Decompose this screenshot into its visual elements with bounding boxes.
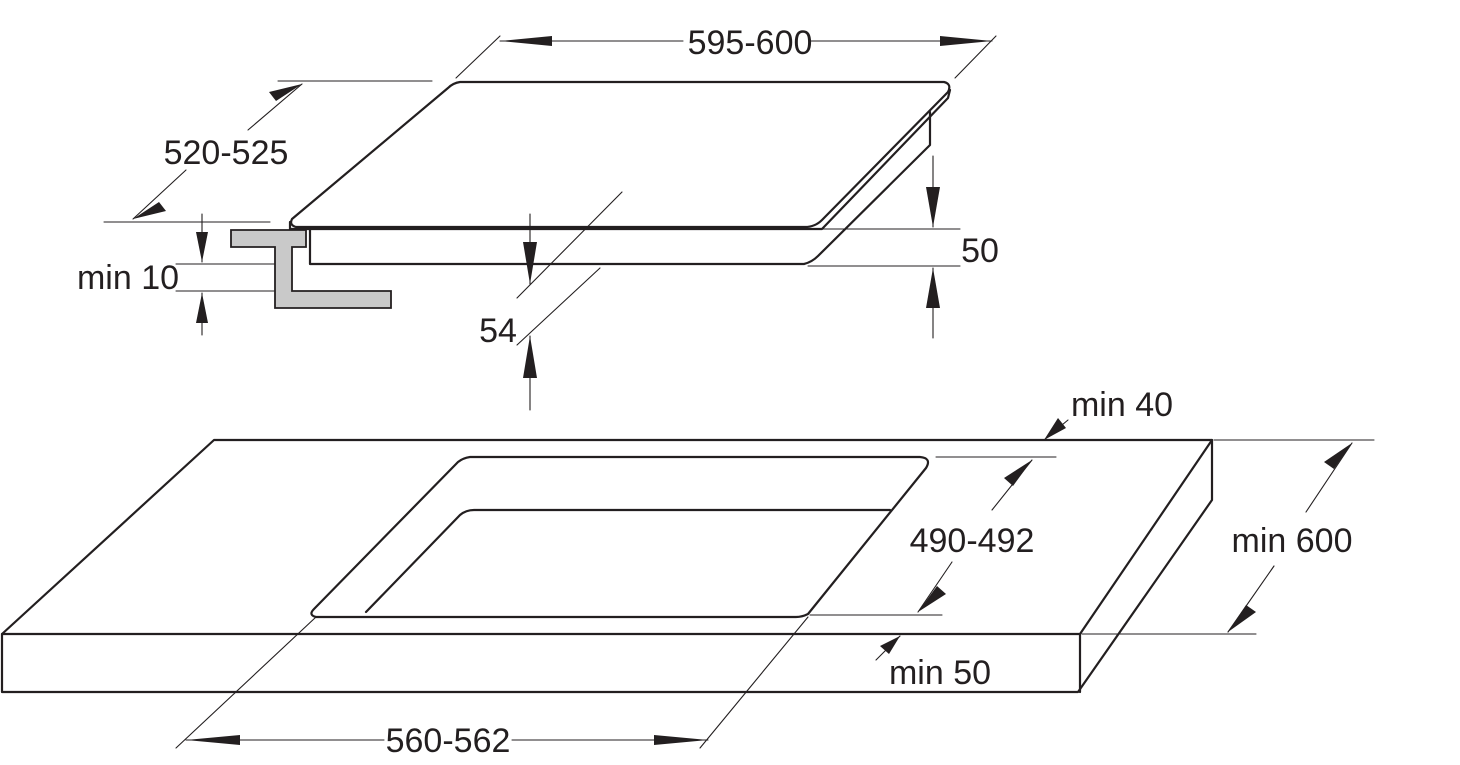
label-cutout-width: 560-562	[386, 722, 511, 760]
arrow-head	[523, 336, 537, 378]
worktop-cutout-inner	[364, 508, 892, 614]
arrow-head	[940, 36, 992, 46]
label-hob-height: 50	[961, 232, 999, 270]
arrow-head	[918, 586, 946, 612]
label-cutout-below: 54	[479, 312, 517, 350]
worktop-bracket	[230, 229, 392, 309]
dim-min-50	[875, 635, 901, 661]
arrow-head	[1324, 443, 1352, 469]
dim-560-562	[175, 616, 809, 749]
arrow-head	[500, 36, 552, 46]
arrow-head	[186, 735, 240, 745]
arrow-head	[523, 242, 537, 284]
arrow-head	[1228, 605, 1256, 632]
hob-drawing	[288, 80, 952, 266]
dim-min-10	[175, 213, 275, 336]
arrow-head	[926, 187, 940, 227]
arrow-head	[133, 202, 166, 219]
label-front-clearance: min 50	[889, 654, 991, 692]
arrow-head	[1044, 418, 1066, 440]
arrow-head	[926, 268, 940, 308]
hob-glass-top	[290, 80, 951, 229]
arrow-head	[196, 232, 208, 262]
dim-min-600	[1081, 439, 1375, 635]
worktop-slab	[0, 438, 1214, 694]
dim-595-600	[455, 35, 997, 79]
arrow-head	[654, 735, 708, 745]
label-hob-width: 595-600	[688, 24, 813, 62]
dim-520-525	[103, 80, 433, 223]
worktop-front-edge	[0, 438, 1214, 694]
label-worktop-depth: min 600	[1232, 522, 1353, 560]
worktop-drawing	[0, 438, 1214, 694]
dim-50	[807, 155, 961, 339]
dim-54	[516, 191, 623, 411]
label-hob-depth: 520-525	[164, 134, 289, 172]
arrow-head	[1004, 460, 1032, 486]
arrow-head	[269, 84, 302, 101]
dim-490-492	[809, 456, 1057, 616]
arrow-head	[880, 636, 900, 654]
dim-min-40	[1043, 418, 1069, 441]
arrow-head	[196, 293, 208, 323]
hob-glass-edge	[288, 88, 952, 231]
label-cutout-depth: 490-492	[910, 522, 1035, 560]
hob-body	[308, 110, 932, 266]
worktop-cutout	[310, 455, 930, 619]
label-clearance-top: min 10	[77, 259, 179, 297]
label-rear-clearance: min 40	[1071, 386, 1173, 424]
